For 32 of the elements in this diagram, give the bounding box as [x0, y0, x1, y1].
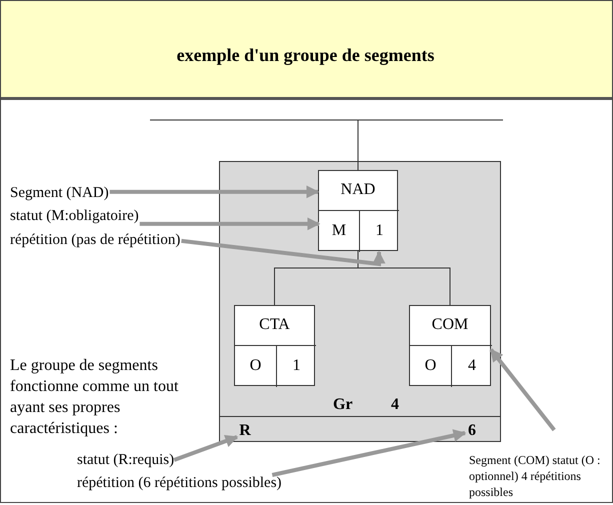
segment-cell: 4 — [451, 345, 492, 387]
annotation-text: Segment (NAD) — [10, 184, 109, 202]
connector-line — [150, 120, 504, 170]
arrow — [110, 186, 320, 198]
group-attribute: 6 — [465, 421, 479, 441]
segment-cell: O — [235, 345, 276, 387]
arrow — [489, 348, 556, 432]
segment-cell: M — [319, 210, 359, 252]
annotation-text: répétition (pas de répétition) — [10, 231, 180, 249]
segment-group-box — [219, 161, 501, 442]
segment-name: COM — [430, 316, 470, 334]
arrow — [181, 238, 386, 266]
annotation-text: répétition (6 répétitions possibles) — [77, 474, 282, 492]
arrow — [140, 218, 320, 230]
group-name: Gr — [333, 396, 353, 414]
note-text: Le groupe de segments fonctionne comme un tout ayant ses propres caractéristiques : — [10, 356, 180, 439]
segment-cell: 1 — [359, 210, 399, 252]
arrow — [272, 429, 466, 477]
segment-cell: O — [410, 345, 451, 387]
segment-box — [318, 170, 398, 251]
annotation-text: statut (M:obligatoire) — [10, 207, 139, 225]
segment-box — [234, 305, 315, 386]
title: exemple d'un groupe de segments — [176, 45, 436, 66]
annotation-text: statut (R:requis) — [77, 451, 174, 469]
segment-name: CTA — [258, 316, 291, 334]
segment-cell: 1 — [276, 345, 316, 387]
annotation-text: Segment (COM) statut (O : optionnel) 4 répétitions possibles — [469, 452, 611, 500]
segment-name: NAD — [340, 181, 376, 199]
segment-box — [409, 305, 491, 386]
arrow — [173, 434, 238, 462]
group-attribute: R — [237, 421, 253, 441]
repetition-count: 4 — [391, 396, 399, 414]
